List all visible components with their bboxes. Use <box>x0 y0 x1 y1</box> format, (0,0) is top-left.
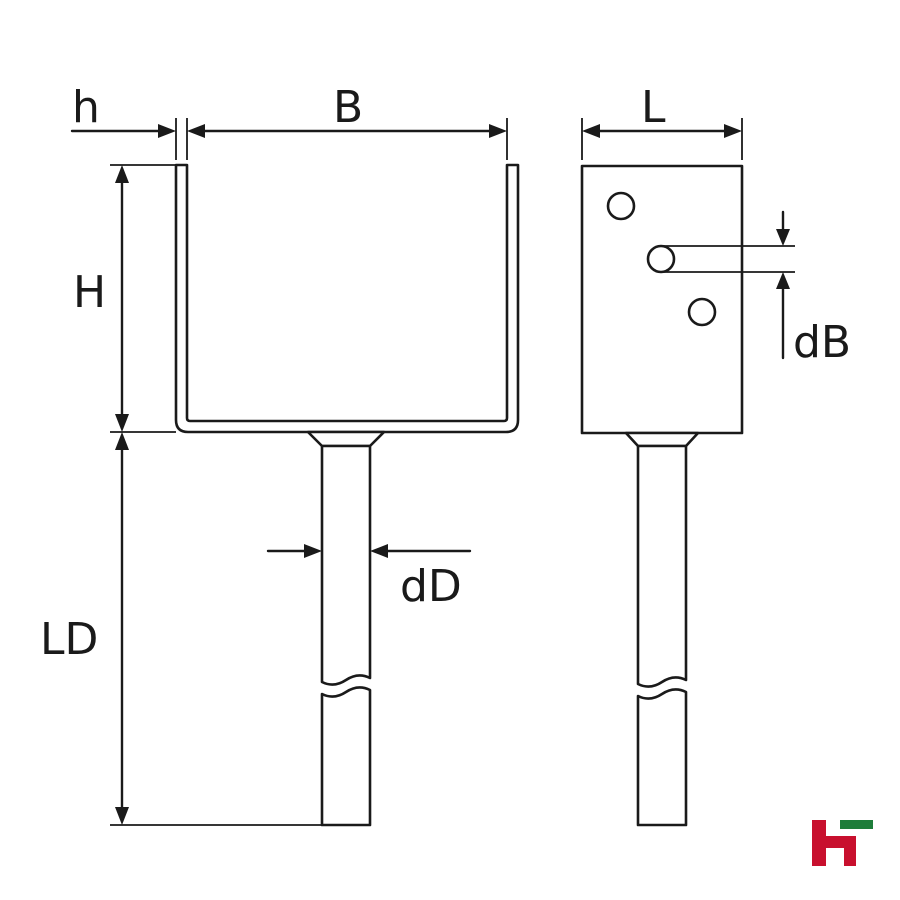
label-L: L <box>641 82 666 133</box>
label-dD: dD <box>400 561 462 612</box>
dim-dD <box>266 544 472 558</box>
dim-LD <box>115 432 129 825</box>
front-view <box>174 163 520 827</box>
label-H: H <box>73 267 106 318</box>
u-bracket <box>174 163 520 434</box>
side-shaft-flare <box>624 431 700 448</box>
label-B: B <box>333 82 363 133</box>
side-shaft-upper <box>636 444 688 688</box>
side-plate <box>580 164 744 435</box>
shaft-upper <box>320 444 372 686</box>
dim-H <box>115 165 129 432</box>
shaft-flare <box>306 430 386 448</box>
bolt-hole-3 <box>687 297 717 327</box>
side-view <box>580 164 744 827</box>
side-shaft-lower <box>636 688 688 827</box>
brand-logo <box>812 820 873 866</box>
bolt-hole-1 <box>606 191 636 221</box>
label-h: h <box>72 82 100 133</box>
label-dB: dB <box>793 317 851 368</box>
dim-h <box>70 124 176 138</box>
dim-B <box>187 124 507 138</box>
dim-dB <box>661 210 795 360</box>
bolt-hole-2 <box>646 244 676 274</box>
shaft-lower <box>320 686 372 827</box>
dim-L <box>581 118 743 160</box>
label-LD: LD <box>40 614 98 665</box>
